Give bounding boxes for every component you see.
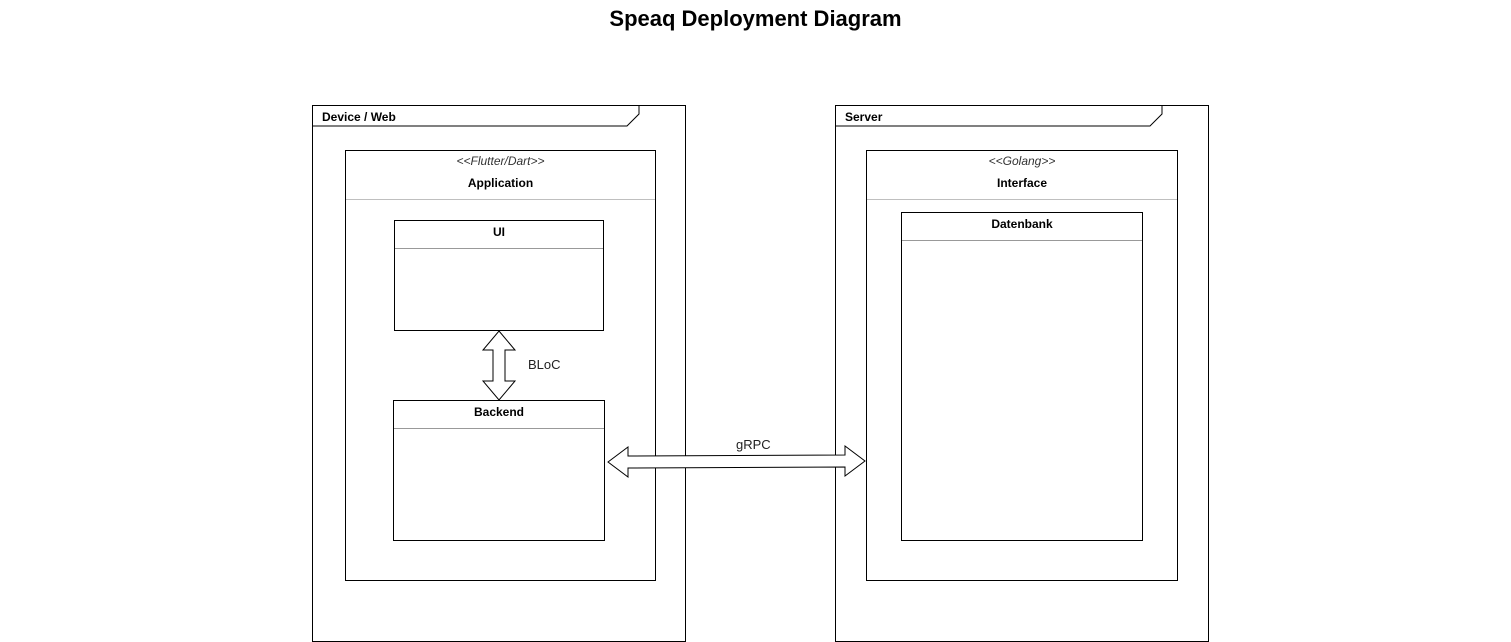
part-separator — [394, 428, 604, 429]
component-name: Application — [467, 176, 534, 190]
bloc-label: BLoC — [528, 357, 561, 372]
node-tab — [312, 105, 640, 127]
component-stereotype: <<Golang>> — [988, 154, 1056, 168]
part-name: Datenbank — [991, 217, 1053, 231]
part-separator — [395, 248, 603, 249]
grpc-label: gRPC — [736, 437, 771, 452]
component-separator — [346, 199, 655, 200]
component-name: Interface — [996, 176, 1048, 190]
bloc-double-arrow — [481, 330, 517, 401]
part-datenbank: Datenbank — [901, 212, 1143, 541]
component-separator — [867, 199, 1177, 200]
node-tab — [835, 105, 1163, 127]
diagram-title: Speaq Deployment Diagram — [609, 6, 902, 31]
part-backend: Backend — [393, 400, 605, 541]
part-name: Backend — [473, 405, 525, 419]
component-stereotype: <<Flutter/Dart>> — [456, 154, 545, 168]
grpc-double-arrow — [607, 445, 866, 478]
part-separator — [902, 240, 1142, 241]
part-name: UI — [493, 225, 505, 239]
node-label: Device / Web — [322, 110, 396, 124]
node-label: Server — [845, 110, 883, 124]
